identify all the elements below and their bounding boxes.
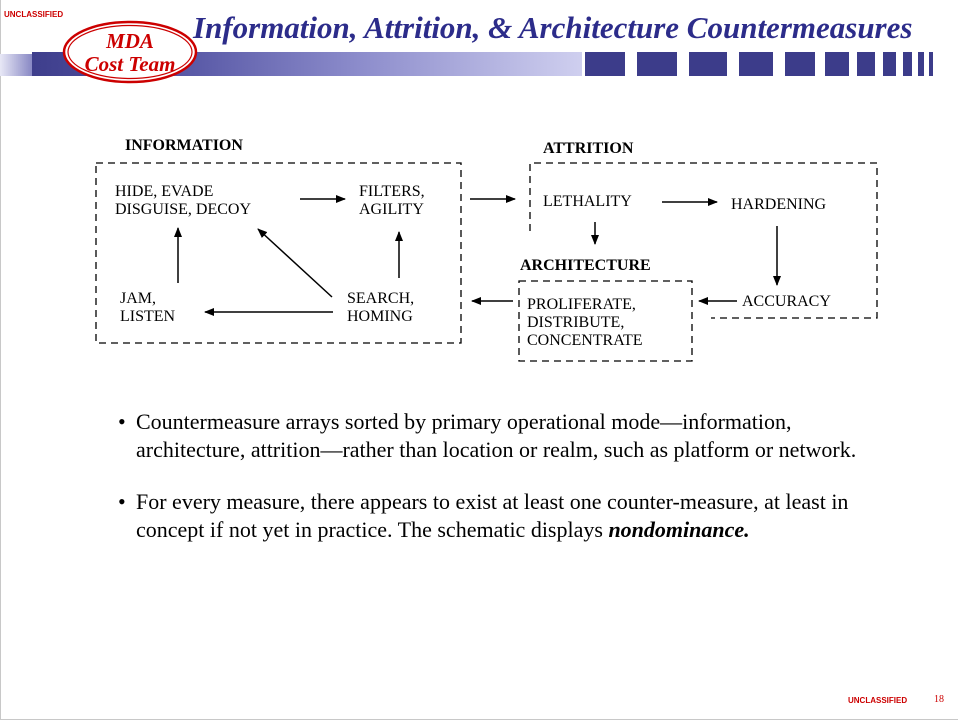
node-proliferate-line-3: CONCENTRATE — [527, 332, 643, 349]
node-search-line-2: HOMING — [347, 308, 413, 325]
node-hide-evade-line-1: HIDE, EVADE — [115, 183, 214, 200]
information-box — [95, 162, 462, 344]
mda-cost-team-logo: MDA Cost Team — [60, 20, 200, 84]
node-proliferate: PROLIFERATE, DISTRIBUTE, CONCENTRATE — [527, 296, 643, 350]
node-jam-line-2: LISTEN — [120, 308, 176, 325]
node-proliferate-line-1: PROLIFERATE, — [527, 296, 636, 313]
bullet-text-2: For every measure, there appears to exis… — [136, 489, 849, 542]
attrition-box — [529, 162, 878, 319]
bullet-item-2: • For every measure, there appears to ex… — [118, 488, 878, 544]
group-label-attrition: ATTRITION — [543, 140, 634, 157]
node-hide-evade-line-2: DISGUISE, DECOY — [115, 201, 251, 218]
group-label-architecture: ARCHITECTURE — [520, 257, 651, 274]
title-bar-left-segment — [0, 54, 32, 76]
node-jam-listen: JAM, LISTEN — [120, 290, 175, 326]
node-hide-evade: HIDE, EVADE DISGUISE, DECOY — [115, 183, 251, 219]
bullet-dot-icon: • — [118, 409, 126, 434]
logo-line-1: MDA — [106, 29, 154, 53]
classification-marking-bottom: UNCLASSIFIED — [848, 696, 908, 705]
title-bar-blocks — [585, 52, 935, 76]
arrow-search-to-hide — [257, 228, 333, 298]
bullet-text-2-emphasis: nondominance. — [608, 517, 750, 542]
node-lethality: LETHALITY — [543, 193, 632, 210]
node-jam-line-1: JAM, — [120, 290, 157, 307]
slide-title: Information, Attrition, & Architecture C… — [193, 10, 913, 45]
bullet-item-1: • Countermeasure arrays sorted by primar… — [118, 408, 878, 464]
logo-oval — [62, 20, 198, 84]
group-label-information: INFORMATION — [125, 137, 243, 154]
node-filters-line-1: FILTERS, — [359, 183, 425, 200]
node-proliferate-line-2: DISTRIBUTE, — [527, 314, 625, 331]
classification-marking-top: UNCLASSIFIED — [4, 10, 64, 19]
architecture-box — [518, 280, 693, 362]
page-number: 18 — [934, 694, 944, 705]
node-search-line-1: SEARCH, — [347, 290, 415, 307]
node-filters-line-2: AGILITY — [359, 201, 424, 218]
node-accuracy: ACCURACY — [742, 293, 831, 310]
node-search-homing: SEARCH, HOMING — [347, 290, 414, 326]
logo-line-2: Cost Team — [84, 52, 176, 76]
bullet-dot-icon: • — [118, 489, 126, 514]
node-filters-agility: FILTERS, AGILITY — [359, 183, 425, 219]
bullet-text-1: Countermeasure arrays sorted by primary … — [136, 409, 857, 462]
bullet-list: • Countermeasure arrays sorted by primar… — [118, 408, 878, 568]
node-hardening: HARDENING — [731, 196, 827, 213]
